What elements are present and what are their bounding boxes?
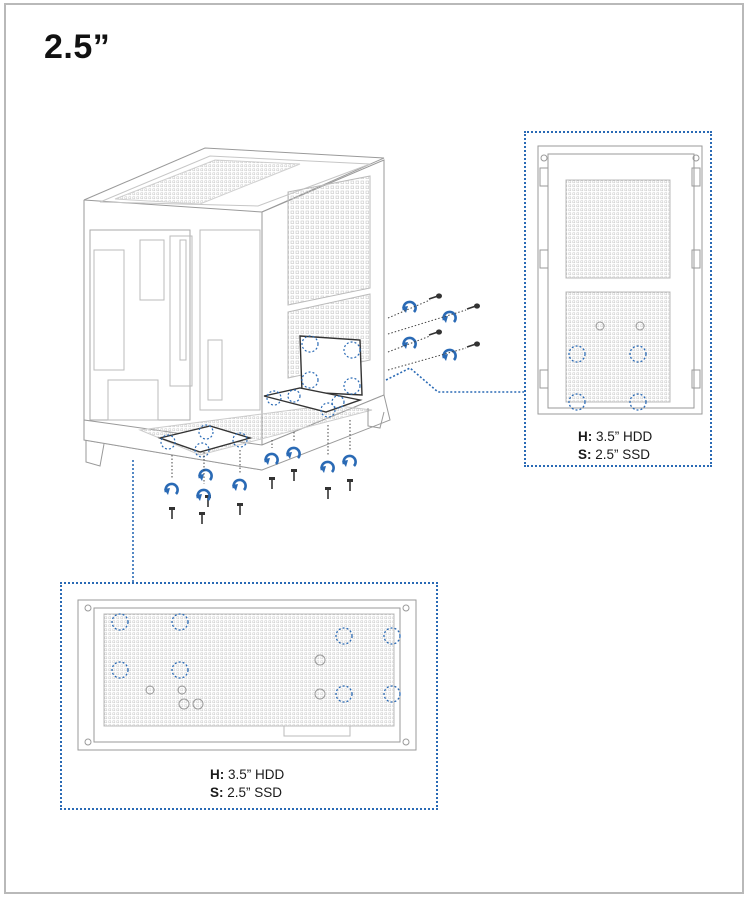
pc-case-illustration (84, 148, 390, 470)
right-panel-legend: H: 3.5” HDD S: 2.5” SSD (578, 428, 652, 464)
legend-value: 2.5” SSD (227, 785, 282, 800)
legend-key: H: (210, 767, 224, 782)
legend-row-ssd: S: 2.5” SSD (578, 446, 652, 464)
legend-key: S: (578, 447, 592, 462)
legend-key: S: (210, 785, 224, 800)
legend-key: H: (578, 429, 592, 444)
legend-value: 3.5” HDD (228, 767, 284, 782)
legend-row-ssd: S: 2.5” SSD (210, 784, 284, 802)
legend-value: 2.5” SSD (595, 447, 650, 462)
legend-row-hdd: H: 3.5” HDD (578, 428, 652, 446)
bottom-panel-legend: H: 3.5” HDD S: 2.5” SSD (210, 766, 284, 802)
rotate-arrow-icon (402, 302, 456, 361)
right-detail-panel (524, 131, 712, 467)
legend-row-hdd: H: 3.5” HDD (210, 766, 284, 784)
legend-value: 3.5” HDD (596, 429, 652, 444)
